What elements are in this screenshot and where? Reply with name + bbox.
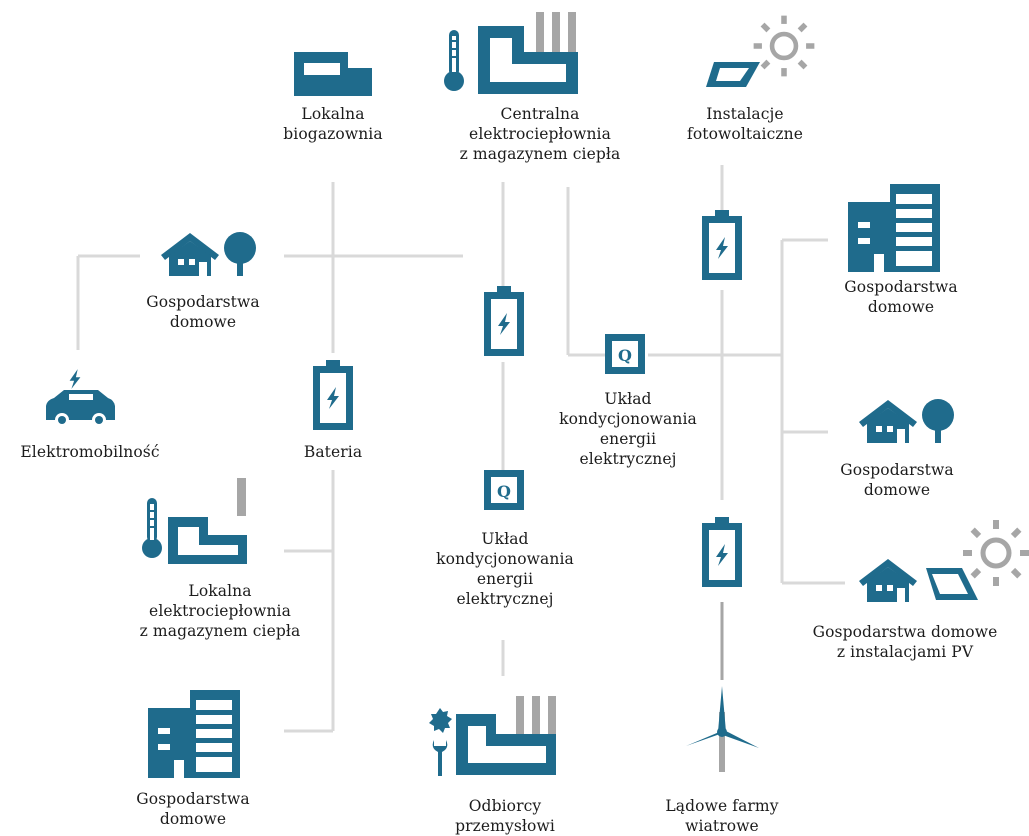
battery-icon: [702, 517, 742, 587]
label-line: biogazownia: [283, 125, 383, 143]
label-line: Gospodarstwa: [136, 790, 250, 808]
label-line: Gospodarstwa: [844, 278, 958, 296]
battery-icon: [313, 360, 353, 430]
apartment-building-icon: [148, 690, 240, 778]
conditioning-center-label: Układ kondycjonowania energii elektryczn…: [405, 529, 605, 609]
label-line: Układ: [481, 530, 529, 548]
house-tree-icon: [161, 232, 256, 276]
q-box-icon: Q: [484, 470, 524, 510]
households-left-bottom-label: Gospodarstwa domowe: [108, 789, 278, 829]
households-left-top-label: Gospodarstwa domowe: [118, 292, 288, 332]
battery-icon: [484, 286, 524, 356]
label-line: domowe: [867, 298, 935, 316]
house-solar-icon: [859, 520, 1029, 602]
biogas-plant-icon: [294, 52, 372, 96]
label-line: elektrociepłownia: [469, 125, 611, 143]
label-line: Elektromobilność: [20, 443, 160, 461]
factory-icon: [429, 696, 556, 776]
label-line: Instalacje: [706, 105, 784, 123]
local-chp-label: Lokalna elektrociepłownia z magazynem ci…: [100, 581, 340, 641]
label-line: wiatrowe: [685, 817, 759, 835]
label-line: z magazynem ciepła: [459, 145, 621, 163]
q-box-icon: Q: [605, 334, 645, 374]
label-line: domowe: [863, 481, 931, 499]
label-line: elektrociepłownia: [149, 602, 291, 620]
label-line: Układ: [604, 390, 652, 408]
conditioning-right-label: Układ kondycjonowania energii elektryczn…: [528, 389, 728, 469]
connector-lines: [76, 165, 845, 733]
industrial-label: Odbiorcy przemysłowi: [420, 796, 590, 836]
battery-icon: [702, 210, 742, 280]
q-letter: Q: [497, 482, 511, 501]
label-line: Bateria: [303, 443, 363, 461]
solar-panel-icon: [706, 16, 814, 87]
label-line: elektrycznej: [456, 590, 554, 608]
pv-label: Instalacje fotowoltaiczne: [655, 104, 835, 144]
label-line: Odbiorcy: [468, 797, 542, 815]
label-line: Gospodarstwa domowe: [812, 623, 998, 641]
wind-turbine-icon: [686, 686, 759, 772]
label-line: z magazynem ciepła: [139, 622, 301, 640]
label-line: kondycjonowania: [436, 550, 574, 568]
households-right-pv-label: Gospodarstwa domowe z instalacjami PV: [785, 622, 1025, 662]
biogas-label: Lokalna biogazownia: [258, 104, 408, 144]
emobility-label: Elektromobilność: [0, 442, 180, 462]
label-line: domowe: [169, 313, 237, 331]
label-line: domowe: [159, 810, 227, 828]
q-letter: Q: [618, 346, 632, 365]
households-right-mid-label: Gospodarstwa domowe: [812, 460, 982, 500]
label-line: z instalacjami PV: [836, 643, 974, 661]
label-line: Gospodarstwa: [840, 461, 954, 479]
label-line: przemysłowi: [455, 817, 555, 835]
label-line: energii: [476, 570, 534, 588]
battery-label: Bateria: [283, 442, 383, 462]
central-chp-label: Centralna elektrociepłownia z magazynem …: [420, 104, 660, 164]
wind-label: Lądowe farmy wiatrowe: [632, 796, 812, 836]
label-line: Lokalna: [188, 582, 252, 600]
house-tree-icon: [859, 399, 954, 443]
electric-car-icon: [46, 369, 115, 427]
label-line: Centralna: [500, 105, 580, 123]
label-line: elektrycznej: [579, 450, 677, 468]
chp-plant-icon: [444, 12, 578, 94]
label-line: fotowoltaiczne: [686, 125, 803, 143]
label-line: Lokalna: [301, 105, 365, 123]
label-line: Gospodarstwa: [146, 293, 260, 311]
label-line: Lądowe farmy: [665, 797, 779, 815]
households-right-top-label: Gospodarstwa domowe: [816, 277, 986, 317]
local-chp-icon: [142, 478, 247, 564]
apartment-building-icon: [848, 184, 940, 272]
label-line: kondycjonowania: [559, 410, 697, 428]
label-line: energii: [599, 430, 657, 448]
